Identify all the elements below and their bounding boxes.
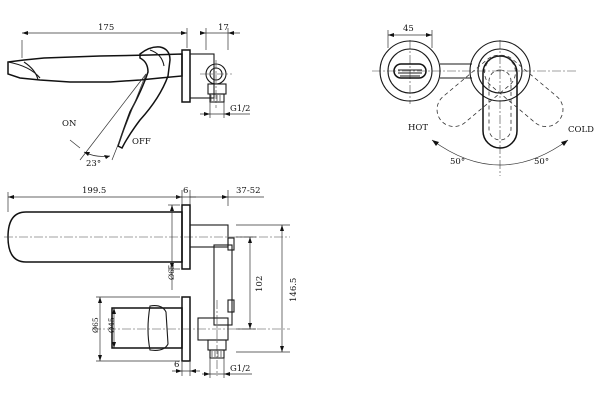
wall-body-upper [189,224,229,248]
arrowhead [200,31,206,35]
dim-spout-length-label: 199.5 [82,186,106,196]
arrowhead [204,112,210,116]
side-view: 175 17 ON OFF 23° [7,23,250,169]
arrowhead [280,225,284,231]
dim-wall-depth-label: 37-52 [236,186,261,196]
front-view: 199.5 6 37-52 Ø65 [4,186,299,378]
arrowhead [170,205,174,211]
dim-plate-bottom-label: 6 [174,360,179,370]
label-on: ON [62,119,77,129]
arrowhead [204,372,210,376]
arrowhead [98,297,102,303]
aerator-lines [398,69,422,77]
arrowhead [432,140,439,146]
lever-handle [117,46,171,150]
handle-cold-outline [484,54,564,127]
arrowhead [84,152,90,156]
spout-body [7,53,183,83]
dim-angle-label: 23° [86,159,101,169]
fitting-nut [207,83,227,95]
dim-thread-label: G1/2 [230,364,250,374]
arrowhead [426,33,432,37]
dim-spout-plate-label: Ø65 [167,264,176,280]
arrowhead [224,372,230,376]
handle-hot-position [436,54,516,127]
handle-plate-outer [469,40,531,102]
spout-front [7,211,183,263]
spout-tip-curve [7,61,41,79]
arrowhead [561,140,568,146]
dim-handle-plate-label: Ø65 [91,317,100,333]
rotation-arc [431,139,569,166]
spout-plate-outer [379,40,441,102]
handle-cold-position [484,54,564,127]
swing-line-on [79,73,147,161]
label-off: OFF [132,137,151,147]
spout-plate-inner [387,48,433,94]
lever-front [147,305,169,351]
arrowhead [280,346,284,352]
arrowhead [112,308,116,314]
arrowhead [170,263,174,269]
dim-plate-top-label: 6 [183,186,188,196]
fitting-tab [227,237,235,251]
arrowhead [98,355,102,361]
dim-thread-label: G1/2 [230,104,250,114]
arrowhead [181,31,187,35]
thread-connector [209,93,225,103]
arrowhead [248,237,252,243]
dim-total-height-label: 146.5 [289,278,299,302]
handle-top-center [482,55,518,149]
arrowhead [228,31,234,35]
fitting-tab [227,299,235,313]
arrowhead [104,155,110,159]
arrowhead [388,33,394,37]
wall-body-riser [213,244,233,326]
dim-flange-label: 17 [218,23,229,33]
label-hot: HOT [408,123,428,133]
arrowhead [224,112,230,116]
wall-plate-side [181,49,191,103]
spout-tip-inner [23,61,39,81]
dim-handle-label: Ø45 [107,317,116,333]
swing-line-off [111,73,147,161]
arrowhead [248,323,252,329]
dim-angle-left-label: 50° [450,157,465,167]
leader-line [69,139,81,149]
dim-diameter-label: 45 [403,24,414,34]
dim-spout-length-label: 175 [98,23,114,33]
handle-front [111,307,183,349]
arrowhead [190,369,196,373]
handle-hot-outline [436,54,516,127]
arrowhead [8,195,14,199]
handle-inner-contour [488,69,512,141]
top-view: 45 HOT COLD 50° 50° [372,24,594,176]
arrowhead [222,195,228,199]
arrowhead [112,342,116,348]
fitting-body [189,53,215,99]
label-cold: COLD [568,125,594,135]
dim-spacing-label: 102 [255,276,265,292]
lever-highlight [149,49,165,67]
arrowhead [176,369,182,373]
arrowhead [22,31,28,35]
spout-top-outline [393,63,427,79]
dim-angle-right-label: 50° [534,157,549,167]
